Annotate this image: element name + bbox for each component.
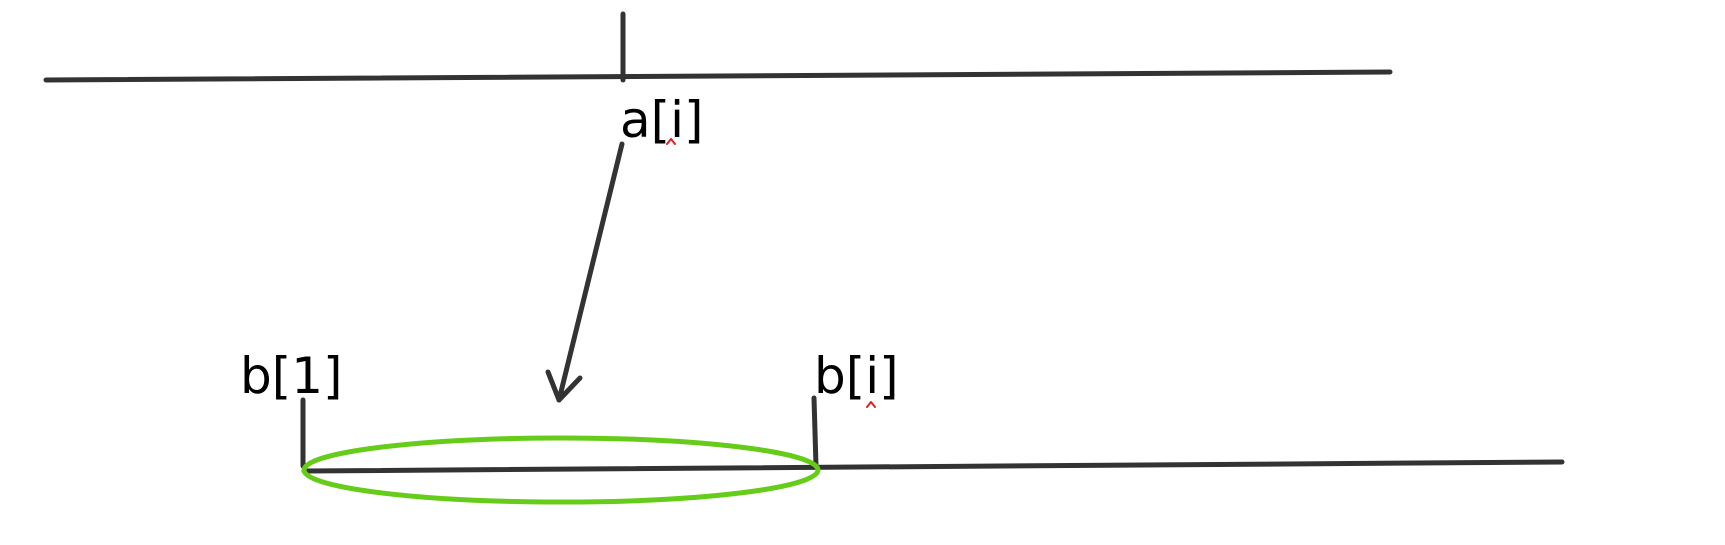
tick-b-i — [811, 395, 819, 469]
spellcheck-squiggle-a — [666, 138, 676, 145]
arrow-head — [545, 369, 583, 403]
arrow-shaft — [556, 141, 625, 403]
highlight-ellipse — [301, 435, 821, 505]
label-b-1: b[1] — [240, 347, 343, 405]
spellcheck-squiggle-b — [866, 401, 876, 408]
top-line — [43, 69, 1393, 83]
bottom-line — [301, 459, 1565, 474]
label-b-i: b[i] — [814, 347, 899, 405]
label-a-i: a[i] — [620, 91, 704, 149]
